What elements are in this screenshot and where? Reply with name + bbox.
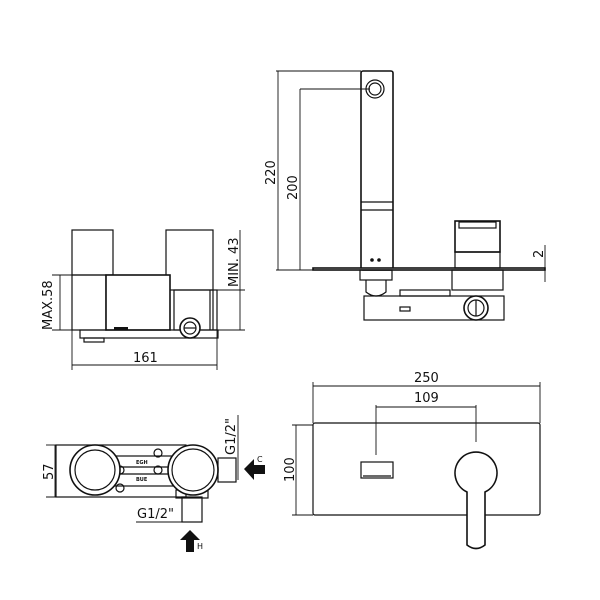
side-view: 161 MAX.58 MIN. 43 [41, 229, 245, 370]
dim-min-43: MIN. 43 [227, 237, 242, 287]
dim-max-58: MAX.58 [41, 280, 56, 330]
hot-label: H [197, 542, 203, 551]
dim-2: 2 [532, 250, 547, 258]
cold-inlet-arrow-icon [244, 459, 265, 480]
thread-hot: G1/2" [137, 507, 174, 522]
dim-200: 200 [286, 175, 301, 200]
top-view: EGH BUE 57 G1/2" G1/2" C H [42, 415, 265, 552]
body-label-bottom: BUE [136, 477, 148, 483]
dim-250: 250 [414, 371, 439, 386]
front-view: 220 200 2 [264, 70, 547, 321]
cold-label: C [257, 455, 263, 464]
dim-220: 220 [264, 160, 279, 185]
dim-109: 109 [414, 391, 439, 406]
body-label-top: EGH [136, 460, 148, 466]
dim-100: 100 [283, 457, 298, 482]
dim-57: 57 [42, 463, 57, 480]
hot-inlet-arrow-icon [180, 530, 200, 552]
plate-view: 250 109 100 [283, 371, 541, 550]
dim-161: 161 [133, 351, 158, 366]
thread-cold: G1/2" [224, 418, 239, 455]
